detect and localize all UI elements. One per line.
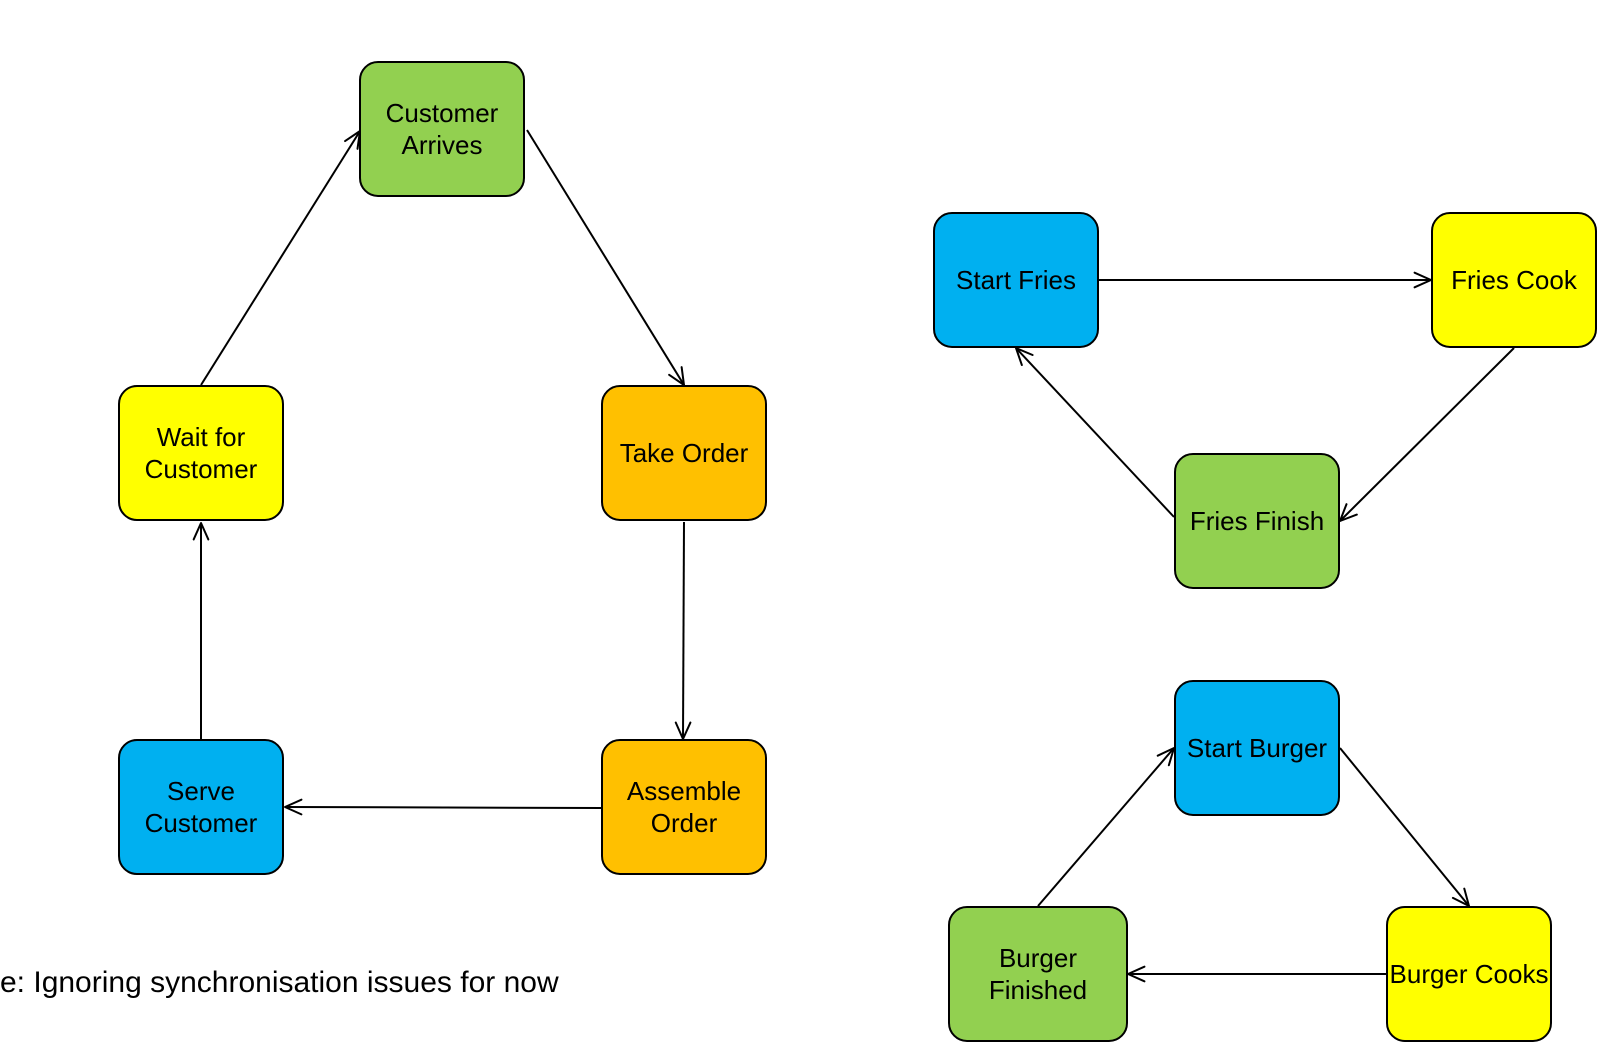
node-label: Customer [386,98,499,128]
node-label: Take Order [620,438,749,468]
node-box [933,212,1099,348]
node-label: Fries Cook [1451,265,1578,295]
node-label: Finished [989,975,1087,1005]
arrowhead [192,522,210,541]
node-box [118,385,284,521]
node-label: Customer [145,808,258,838]
edge-customer-arrives-to-take-order [526,129,685,386]
node-box [948,906,1128,1042]
node-label: Assemble [627,776,741,806]
node-box [1174,680,1340,816]
edge-line [284,806,602,809]
node-box [118,739,284,875]
edge-burger-cooks-to-burger-finished [1127,965,1386,983]
edge-fries-finish-to-start-fries [1015,347,1175,518]
node-label: Arrives [402,130,483,160]
edge-wait-for-customer-to-customer-arrives [200,130,361,386]
node-start-burger: Start Burger [1174,680,1340,816]
edge-serve-customer-to-wait-for-customer [192,522,210,739]
node-label: Burger Cooks [1390,959,1549,989]
edge-line [200,130,361,386]
note-text: e: Ignoring synchronisation issues for n… [0,966,559,999]
arrowhead [668,366,685,386]
node-fries-cook: Fries Cook [1431,212,1597,348]
node-label: Order [651,808,718,838]
node-start-fries: Start Fries [933,212,1099,348]
node-fries-finish: Fries Finish [1174,453,1340,589]
edge-start-fries-to-fries-cook [1099,271,1432,289]
edges-layer [192,129,1515,983]
edge-fries-cook-to-fries-finish [1339,347,1515,522]
node-box [1386,906,1552,1042]
node-label: Customer [145,454,258,484]
edge-line [1339,747,1470,907]
edge-line [1037,747,1175,907]
node-box [601,385,767,521]
edge-line [1339,347,1515,522]
edge-assemble-order-to-serve-customer [284,798,602,816]
edge-line [682,521,685,740]
node-label: Fries Finish [1190,506,1324,536]
arrowhead [284,798,303,816]
node-box [359,61,525,197]
node-label: Start Burger [1187,733,1328,763]
node-label: Start Fries [956,265,1076,295]
node-take-order: Take Order [601,385,767,521]
edge-line [1015,347,1175,518]
edge-start-burger-to-burger-cooks [1339,747,1470,907]
node-label: Burger [999,943,1077,973]
node-label: Wait for [157,422,246,452]
node-burger-cooks: Burger Cooks [1386,906,1552,1042]
edge-burger-finished-to-start-burger [1037,747,1175,907]
arrowhead [344,130,361,150]
node-box [1431,212,1597,348]
edge-line [526,129,685,386]
node-box [601,739,767,875]
edge-take-order-to-assemble-order [674,521,692,740]
node-label: Serve [167,776,235,806]
node-box [1174,453,1340,589]
